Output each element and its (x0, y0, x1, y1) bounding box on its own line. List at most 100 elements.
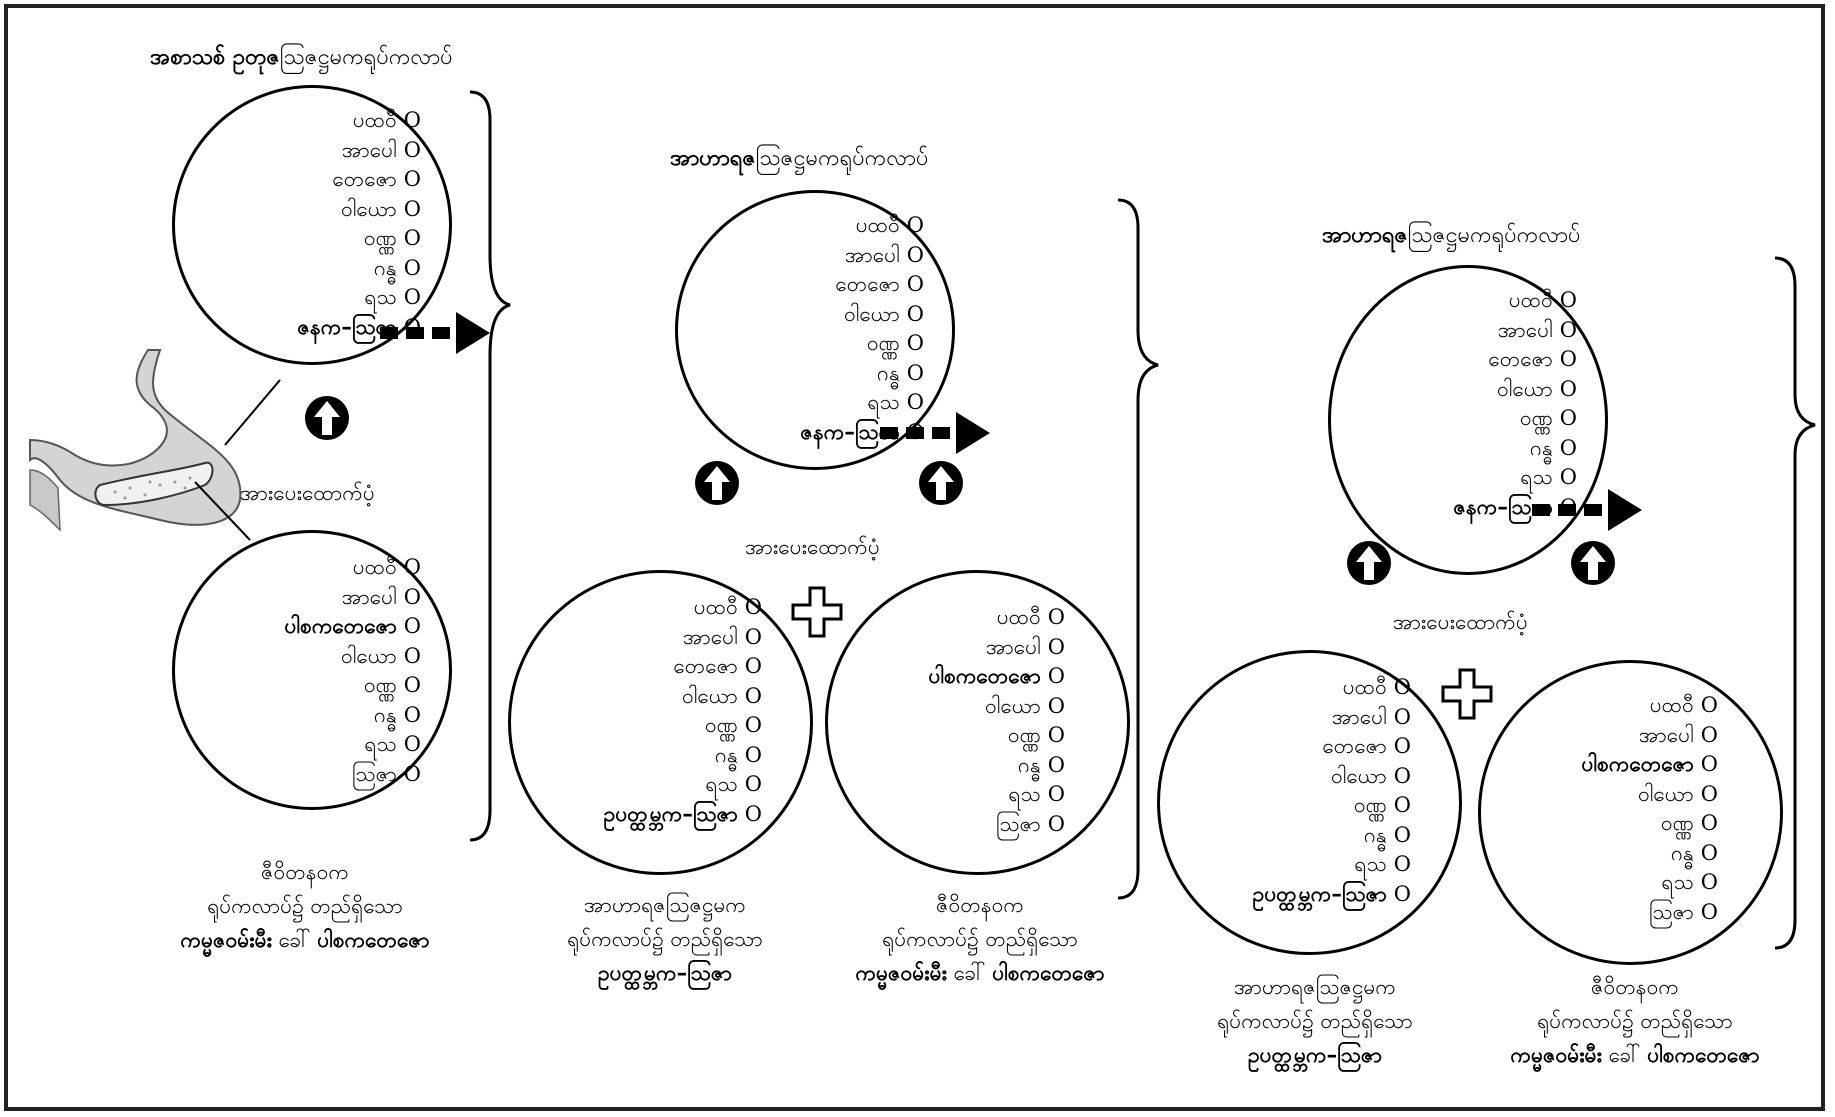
element-marker: O (744, 772, 762, 796)
support-label-c2: အားပေးထောက်ပံ့ (745, 535, 880, 559)
brace-1 (469, 90, 511, 842)
element-name: အာပေါ (341, 137, 397, 162)
stomach-illustration (29, 349, 245, 532)
circled-up-arrow-icon (695, 461, 739, 505)
element-name: ဝဏ္ဏ (704, 713, 738, 737)
element-marker: O (906, 301, 924, 326)
element-name: ဂန္ဓ (714, 742, 738, 767)
element-row: ဝါယောO (341, 195, 421, 225)
element-marker: O (906, 242, 924, 267)
element-marker: O (744, 654, 762, 678)
element-marker: O (403, 226, 421, 250)
element-marker: O (1393, 852, 1411, 876)
element-marker: O (906, 213, 924, 237)
element-marker: O (744, 624, 762, 649)
element-name: ပထဝီ (352, 108, 397, 132)
element-marker: O (403, 761, 421, 786)
element-name: ရသ (1354, 852, 1387, 876)
element-name: သြဇာ (995, 811, 1041, 836)
element-name: အာပေါ (844, 242, 900, 267)
element-name: ပထဝီ (1508, 288, 1553, 312)
element-marker: O (403, 643, 421, 668)
element-name: အာပေါ (341, 584, 397, 609)
element-name: ပထဝီ (1342, 675, 1387, 699)
element-row: ဝါယောO (1638, 780, 1718, 810)
element-marker: O (1047, 634, 1065, 659)
element-name: သြဇာ (1648, 899, 1694, 924)
element-row: ပထဝီO (1509, 286, 1577, 316)
diagram-frame (4, 4, 1825, 1111)
element-name: ပထဝီ (352, 555, 397, 579)
dashed-right-arrow-icon (1532, 489, 1642, 531)
element-marker: O (906, 360, 924, 385)
element-name: ရသ (1661, 870, 1694, 894)
element-row: ပါစကတေဇောO (928, 662, 1065, 692)
element-name: သြဇာ (351, 761, 397, 786)
element-name: တေဇော (1322, 734, 1387, 758)
element-name: ဝါယော (340, 196, 397, 221)
element-row: ပထဝီO (694, 593, 762, 623)
element-marker: O (403, 137, 421, 162)
element-marker: O (1700, 811, 1718, 835)
caption-c2-right: ဇီဝိတနဝက ရုပ်ကလာပ်၌ တည်ရှိသော ကမ္မဇဝမ်းမ… (855, 893, 1105, 985)
element-marker: O (1047, 723, 1065, 747)
element-row: တေဇောO (1322, 732, 1411, 762)
element-marker: O (1700, 752, 1718, 776)
element-marker: O (1047, 664, 1065, 688)
element-row: အာပေါO (1498, 316, 1577, 346)
element-row: တေဇောO (835, 270, 924, 300)
element-marker: O (403, 285, 421, 309)
element-name: ပထဝီ (855, 213, 900, 237)
element-name: ဝါယော (340, 643, 397, 668)
element-marker: O (744, 595, 762, 619)
element-marker: O (1700, 899, 1718, 924)
element-row: အာပေါO (1332, 703, 1411, 733)
element-marker: O (1047, 605, 1065, 629)
element-row: ပထဝီO (1650, 691, 1718, 721)
element-marker: O (1393, 763, 1411, 788)
element-name: ဥပတ္ထမ္ဘက–သြဇာ (603, 801, 738, 826)
element-marker: O (1700, 722, 1718, 747)
element-name: အာပေါ (1497, 317, 1553, 342)
element-row: ဥပတ္ထမ္ဘက–သြဇာO (604, 800, 762, 830)
element-marker: O (744, 683, 762, 708)
circled-up-arrow-icon (1347, 541, 1391, 585)
element-row: အာပေါO (986, 633, 1065, 663)
element-marker: O (403, 584, 421, 609)
element-row: အာပေါO (342, 583, 421, 613)
element-marker: O (1047, 752, 1065, 777)
element-name: ရသ (364, 732, 397, 756)
element-row: ပထဝီO (353, 553, 421, 583)
element-row: သြဇာO (996, 810, 1065, 840)
element-name: ဥပတ္ထမ္ဘက–သြဇာ (1252, 881, 1387, 906)
element-name: ဝါယော (1637, 781, 1694, 806)
element-name: အာပေါ (1638, 722, 1694, 747)
element-name: ဝဏ္ဏ (1353, 793, 1387, 817)
caption-c3-right: ဇီဝိတနဝက ရုပ်ကလာပ်၌ တည်ရှိသော ကမ္မဇဝမ်းမ… (1510, 975, 1760, 1067)
element-row: ဝါယောO (985, 692, 1065, 722)
element-row: ဥပတ္ထမ္ဘက–သြဇာO (1253, 880, 1411, 910)
element-row: ဝါယောO (1331, 762, 1411, 792)
element-name: ဂန္ဓ (1363, 822, 1387, 847)
element-name: ပထဝီ (996, 605, 1041, 629)
element-row: ဝါယောO (341, 642, 421, 672)
